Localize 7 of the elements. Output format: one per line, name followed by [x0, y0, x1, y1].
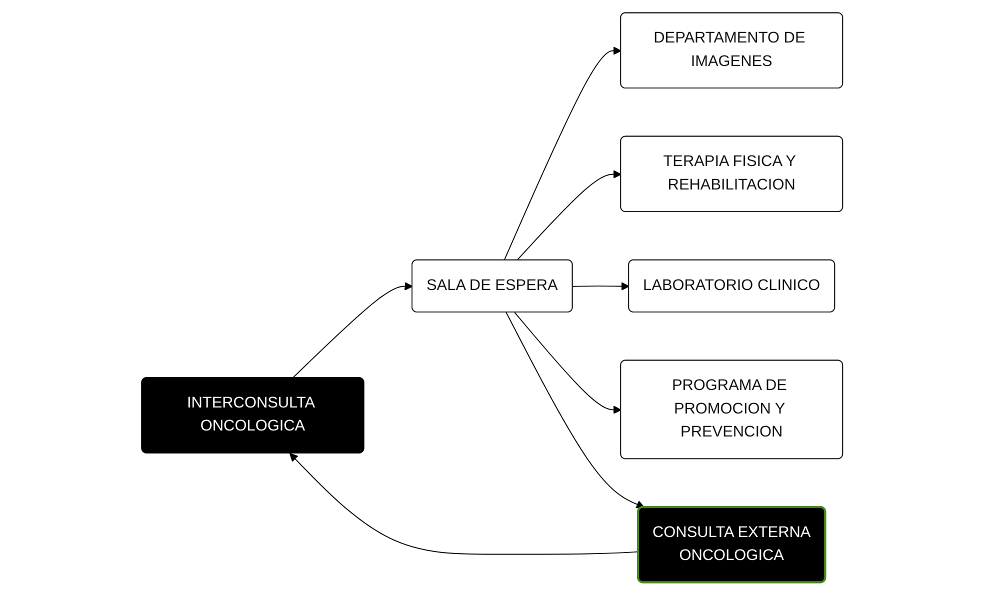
arrow — [506, 312, 645, 508]
arrow — [290, 453, 640, 555]
arrow — [292, 282, 414, 379]
arrow — [504, 46, 622, 261]
arrow — [516, 170, 622, 261]
arrow — [514, 312, 622, 414]
arrow — [572, 282, 630, 291]
